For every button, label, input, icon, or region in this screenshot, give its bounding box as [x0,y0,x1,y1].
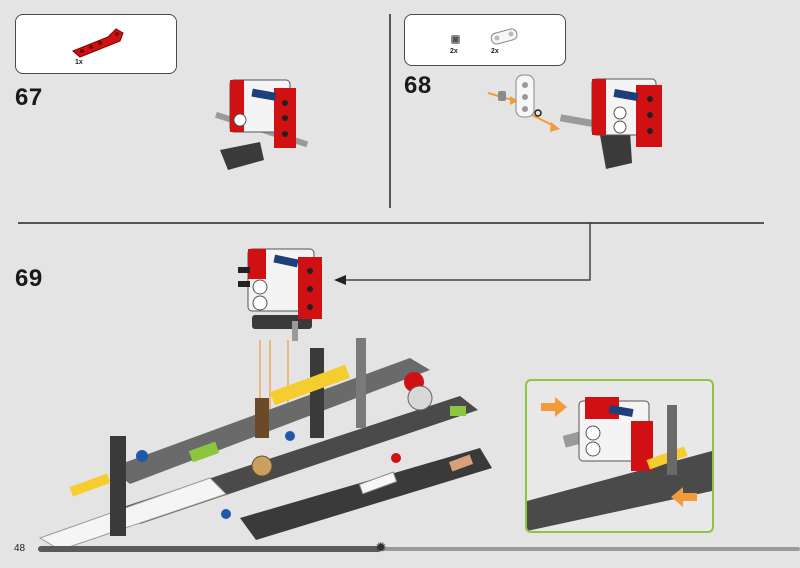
step-67-parts-callout: 1x [15,14,177,74]
red-beam-part-image [72,28,124,58]
placement-arrow [334,222,591,285]
step-divider-horizontal [18,222,764,224]
step-number-69: 69 [15,265,43,292]
step-68-parts-images [451,28,518,45]
progress-bar [38,546,800,552]
step-number-67: 67 [15,84,43,111]
step-69-main-model-image [38,338,492,548]
step-67-model-image [215,79,309,170]
step-68-parts-callout: 2x 2x [404,14,566,66]
progress-fill [38,546,381,552]
grey-bush-part-image [451,35,460,44]
part-quantity: 1x [75,59,83,66]
step-divider-vertical [389,14,391,208]
step-69-subassembly-image [238,248,322,341]
detail-zoom-image [527,397,712,531]
step-68-model-image [487,74,662,169]
part-quantity: 2x [491,48,499,55]
step-number-68: 68 [404,72,432,99]
detail-zoom-view [525,379,714,533]
progress-gear-icon: ✹ [375,539,387,555]
part-quantity: 2x [450,48,458,55]
page-number: 48 [14,543,26,554]
white-connector-part-image [490,28,518,45]
